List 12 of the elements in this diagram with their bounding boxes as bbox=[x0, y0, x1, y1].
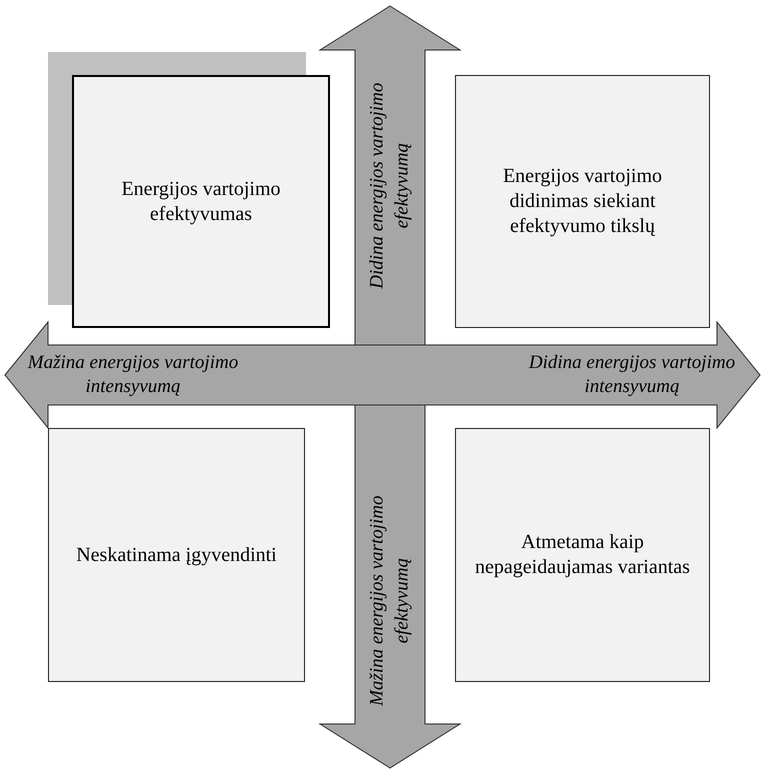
quadrant-text: Atmetama kaip nepageidaujamas variantas bbox=[474, 530, 691, 580]
axis-label: Mažina energijos vartojimo intensyvumą bbox=[26, 350, 240, 400]
quadrant-box bbox=[455, 428, 710, 682]
quadrant-box bbox=[48, 428, 305, 682]
axis-label: Didina energijos vartojimo efektyvumą bbox=[365, 81, 413, 291]
quadrant-text: Neskatinama įgyvendinti bbox=[76, 542, 277, 568]
quadrant-text: Energijos vartojimo didinimas siekiant efektyvumo tikslų bbox=[502, 164, 664, 239]
axis-label: Didina energijos vartojimo intensyvumą bbox=[528, 350, 736, 400]
axis-label: Mažina energijos vartojimo efektyvumą bbox=[365, 494, 413, 708]
quadrant-box bbox=[72, 75, 330, 328]
quadrant-box bbox=[455, 75, 710, 328]
quadrant-text: Energijos vartojimo efektyvumas bbox=[120, 176, 282, 226]
